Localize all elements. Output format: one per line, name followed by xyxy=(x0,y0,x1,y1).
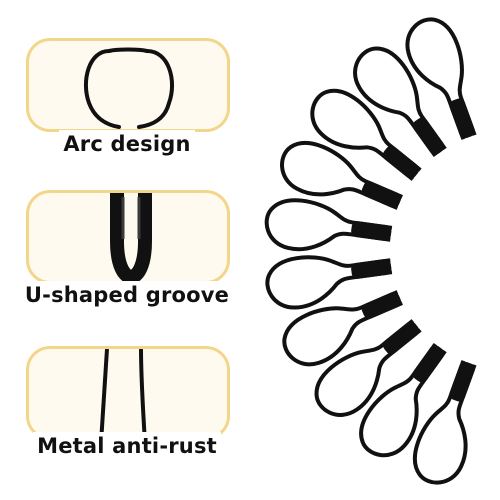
safety-pin xyxy=(280,140,403,210)
safety-pin-wire xyxy=(310,88,422,181)
safety-pin xyxy=(359,342,447,458)
safety-pin xyxy=(314,319,422,417)
safety-pin-clasp xyxy=(449,361,475,402)
safety-pin-wire xyxy=(282,290,403,367)
safety-pin-wire xyxy=(314,319,422,417)
feature-label-text: U-shaped groove xyxy=(20,281,234,309)
feature-panel-groove xyxy=(26,190,230,284)
safety-pin-wire xyxy=(359,342,447,458)
safety-pin-wire xyxy=(280,140,403,210)
safety-pin xyxy=(310,88,422,181)
pin-wire-closeup-icon xyxy=(99,349,147,437)
safety-pin xyxy=(264,198,393,252)
safety-pin-wire xyxy=(405,17,477,140)
safety-pin-clasp xyxy=(382,145,420,179)
safety-pin-wire xyxy=(264,198,393,252)
pin-u-groove-closeup-icon xyxy=(110,193,152,281)
pin-arc-closeup-icon xyxy=(83,47,174,129)
bulb-safety-pin-fan-icon xyxy=(264,17,477,485)
safety-pin xyxy=(265,255,393,310)
safety-pin-clasp xyxy=(449,98,475,139)
safety-pin-clasp xyxy=(382,321,420,355)
safety-pin-wire xyxy=(413,360,477,485)
safety-pin-wire xyxy=(353,46,447,158)
feature-label-text: Metal anti-rust xyxy=(33,432,221,460)
safety-pin xyxy=(282,290,403,367)
feature-panel-arc xyxy=(26,38,230,132)
safety-pin-clasp xyxy=(412,117,445,155)
safety-pin-clasp xyxy=(351,221,392,241)
feature-panel-metal xyxy=(26,346,230,440)
safety-pin-clasp xyxy=(361,181,402,208)
feature-label-metal: Metal anti-rust xyxy=(0,432,254,460)
feature-label-arc: Arc design xyxy=(0,130,254,158)
safety-pin xyxy=(353,46,447,158)
safety-pin-clasp xyxy=(412,345,445,383)
safety-pin-wire xyxy=(265,255,393,310)
safety-pin-clasp xyxy=(361,292,402,319)
feature-label-groove: U-shaped groove xyxy=(0,281,254,309)
safety-pin xyxy=(413,360,477,485)
feature-label-text: Arc design xyxy=(59,130,195,158)
safety-pin-clasp xyxy=(351,259,392,279)
safety-pin xyxy=(405,17,477,140)
